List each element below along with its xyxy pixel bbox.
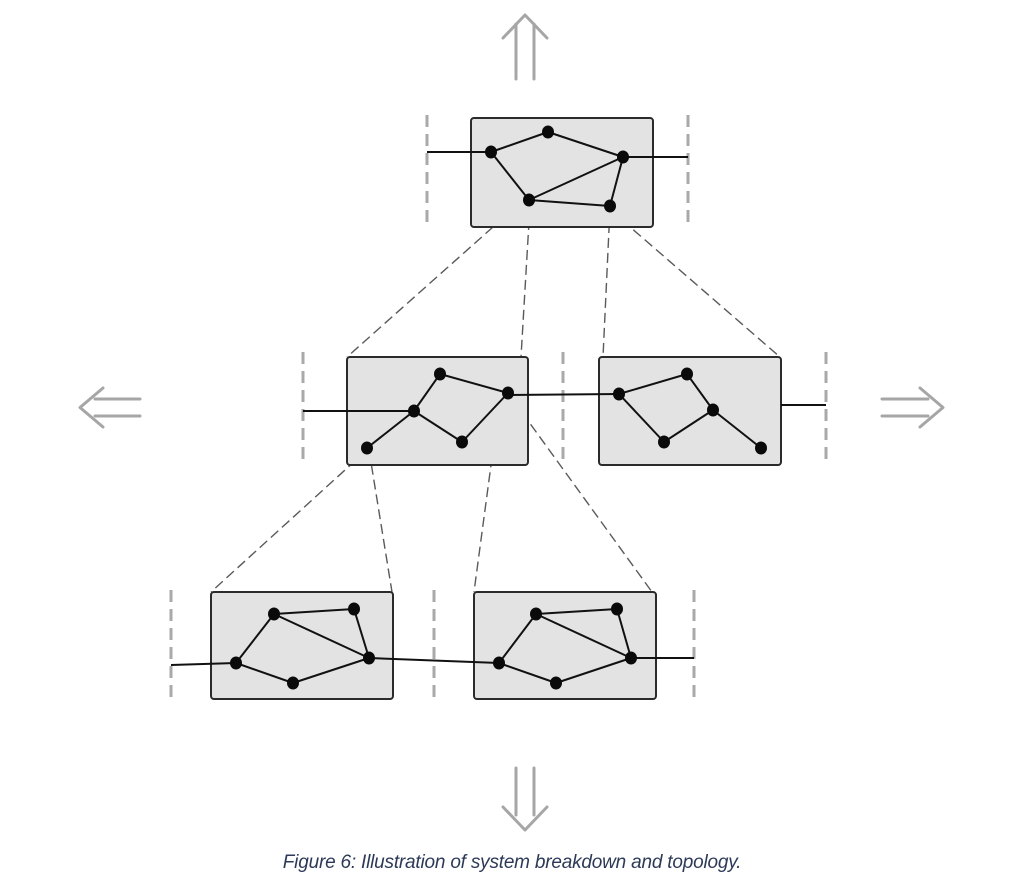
external-links [170, 151, 826, 666]
graph-node [485, 145, 497, 159]
graph-edge [413, 410, 463, 443]
link-top-to-middle-left [346, 226, 494, 358]
graph-edge [353, 608, 370, 659]
graph-node [550, 676, 562, 690]
graph-middle-left [361, 367, 514, 455]
graph-edge [712, 409, 762, 449]
graph-node [434, 367, 446, 381]
arrow-down-icon [501, 766, 549, 832]
graph-node [681, 367, 693, 381]
graph-node [542, 125, 554, 139]
graph-node [287, 676, 299, 690]
graph-edge [663, 409, 714, 443]
graph-edge [498, 613, 537, 664]
graph-bottom-left [230, 602, 375, 690]
graph-node [361, 441, 373, 455]
arrow-right-icon [880, 386, 945, 429]
graph-node [456, 435, 468, 449]
subsystem-box-top [470, 117, 654, 228]
graph-edge [686, 373, 714, 411]
graph-node [755, 441, 767, 455]
graph-middle-right [613, 367, 767, 455]
graph-node [408, 404, 420, 418]
graph-node [523, 193, 535, 207]
graph-edge [498, 662, 557, 684]
graph-edge [235, 662, 294, 684]
subsystem-boxes [210, 117, 782, 700]
graph-edge [535, 613, 632, 659]
graph-node [658, 435, 670, 449]
graph-edge [273, 613, 370, 659]
link-top-to-middle-right [602, 207, 611, 358]
graph-node [625, 651, 637, 665]
graph-edge [618, 373, 688, 395]
graph-node [613, 387, 625, 401]
graph-edge [535, 608, 618, 615]
subsystem-box-bottom-left [210, 591, 394, 700]
graph-edge [490, 131, 549, 153]
graph-node [530, 607, 542, 621]
graph-edge [616, 608, 632, 659]
graph-node [363, 651, 375, 665]
graph-node [707, 403, 719, 417]
graph-edge [235, 613, 275, 664]
graph-edge [528, 156, 624, 201]
graph-edge [528, 199, 611, 207]
graph-node [493, 656, 505, 670]
graph-edge [490, 151, 530, 201]
figure-caption: Figure 6: Illustration of system breakdo… [282, 852, 742, 873]
graph-edge [618, 393, 665, 443]
graph-edge [273, 608, 355, 615]
graph-edge [461, 392, 509, 443]
graph-node [604, 199, 616, 213]
link-middle-left-to-bottom-left [368, 449, 393, 593]
graph-edge [547, 131, 624, 158]
link-top-to-middle-left [520, 204, 531, 358]
graph-edge [609, 156, 624, 207]
external-link [368, 657, 500, 664]
graph-node [502, 386, 514, 400]
graph-top [485, 125, 629, 213]
graph-node [268, 607, 280, 621]
graph-bottom-right [493, 602, 637, 690]
arrow-left-icon [78, 386, 142, 429]
link-middle-left-to-bottom-left [210, 449, 368, 593]
external-link [170, 662, 237, 666]
graph-node [617, 150, 629, 164]
subsystem-box-middle-right [598, 356, 782, 466]
graph-node [230, 656, 242, 670]
graph-edge [366, 410, 415, 449]
graph-edge [555, 657, 632, 684]
external-link [507, 393, 620, 396]
graph-node [611, 602, 623, 616]
graph-edge [413, 373, 441, 412]
graph-edge [292, 657, 370, 684]
arrow-up-icon [501, 13, 549, 81]
link-middle-left-to-bottom-right [512, 399, 653, 593]
graph-edge [439, 373, 509, 394]
link-top-to-middle-right [621, 219, 781, 358]
subsystem-box-bottom-right [473, 591, 657, 700]
graph-node [348, 602, 360, 616]
